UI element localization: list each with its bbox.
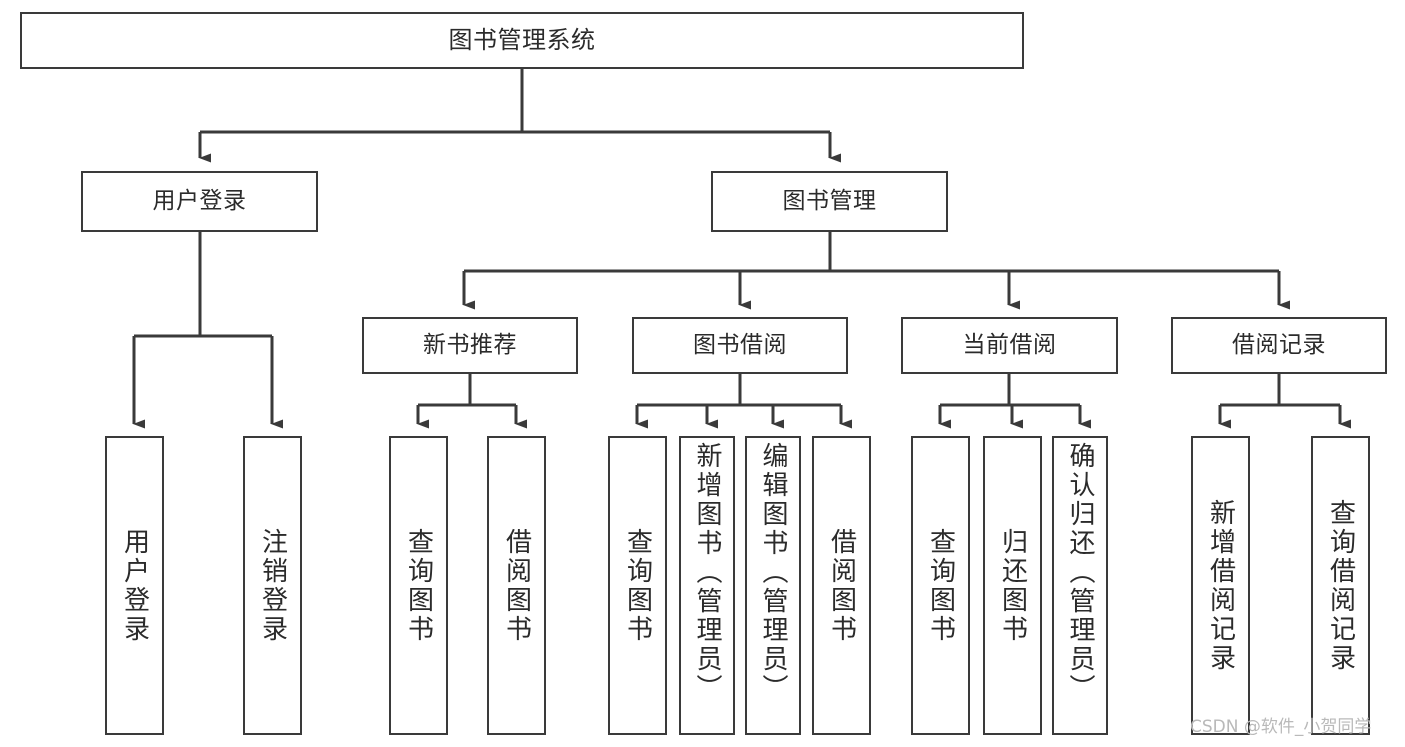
node-label: 用户登录 xyxy=(119,527,150,644)
node-label: 确认归还（管理员） xyxy=(1065,442,1095,703)
node-leaf-return-book[interactable]: 归还图书 xyxy=(983,436,1042,735)
node-label: 归还图书 xyxy=(997,527,1028,644)
node-leaf-query-borrow-record[interactable]: 查询借阅记录 xyxy=(1311,436,1370,735)
node-label: 用户登录 xyxy=(152,188,247,215)
node-label: 新增图书（管理员） xyxy=(692,442,722,703)
node-borrow-record[interactable]: 借阅记录 xyxy=(1171,317,1387,374)
node-new-book-recommend[interactable]: 新书推荐 xyxy=(362,317,578,374)
node-label: 图书管理 xyxy=(782,188,877,215)
node-label: 借阅图书 xyxy=(501,527,532,644)
node-label: 新书推荐 xyxy=(423,332,517,359)
node-current-borrow[interactable]: 当前借阅 xyxy=(901,317,1118,374)
node-label: 注销登录 xyxy=(257,527,288,644)
node-leaf-query-book-current[interactable]: 查询图书 xyxy=(911,436,970,735)
node-label: 查询图书 xyxy=(622,527,653,644)
node-root-book-management-system[interactable]: 图书管理系统 xyxy=(20,12,1024,69)
node-label: 借阅记录 xyxy=(1232,332,1326,359)
node-label: 当前借阅 xyxy=(962,332,1057,359)
node-label: 图书借阅 xyxy=(693,332,787,359)
node-label: 编辑图书（管理员） xyxy=(758,442,788,703)
node-leaf-query-book-recommend[interactable]: 查询图书 xyxy=(389,436,448,735)
node-user-login[interactable]: 用户登录 xyxy=(81,171,318,232)
node-leaf-query-book-borrow[interactable]: 查询图书 xyxy=(608,436,667,735)
node-leaf-logout[interactable]: 注销登录 xyxy=(243,436,302,735)
node-leaf-user-login[interactable]: 用户登录 xyxy=(105,436,164,735)
node-leaf-edit-book[interactable]: 编辑图书（管理员） xyxy=(745,436,801,735)
node-leaf-borrow-book-recommend[interactable]: 借阅图书 xyxy=(487,436,546,735)
node-label: 图书管理系统 xyxy=(448,25,596,54)
node-leaf-add-book[interactable]: 新增图书（管理员） xyxy=(679,436,735,735)
node-label: 新增借阅记录 xyxy=(1205,498,1236,673)
edges xyxy=(132,69,1351,429)
node-label: 借阅图书 xyxy=(826,527,857,644)
node-book-borrow[interactable]: 图书借阅 xyxy=(632,317,848,374)
node-label: 查询图书 xyxy=(403,527,434,644)
node-leaf-borrow-book[interactable]: 借阅图书 xyxy=(812,436,871,735)
node-leaf-add-borrow-record[interactable]: 新增借阅记录 xyxy=(1191,436,1250,735)
node-label: 查询借阅记录 xyxy=(1325,498,1356,673)
node-leaf-confirm-return[interactable]: 确认归还（管理员） xyxy=(1052,436,1108,735)
node-book-management[interactable]: 图书管理 xyxy=(711,171,948,232)
node-label: 查询图书 xyxy=(925,527,956,644)
